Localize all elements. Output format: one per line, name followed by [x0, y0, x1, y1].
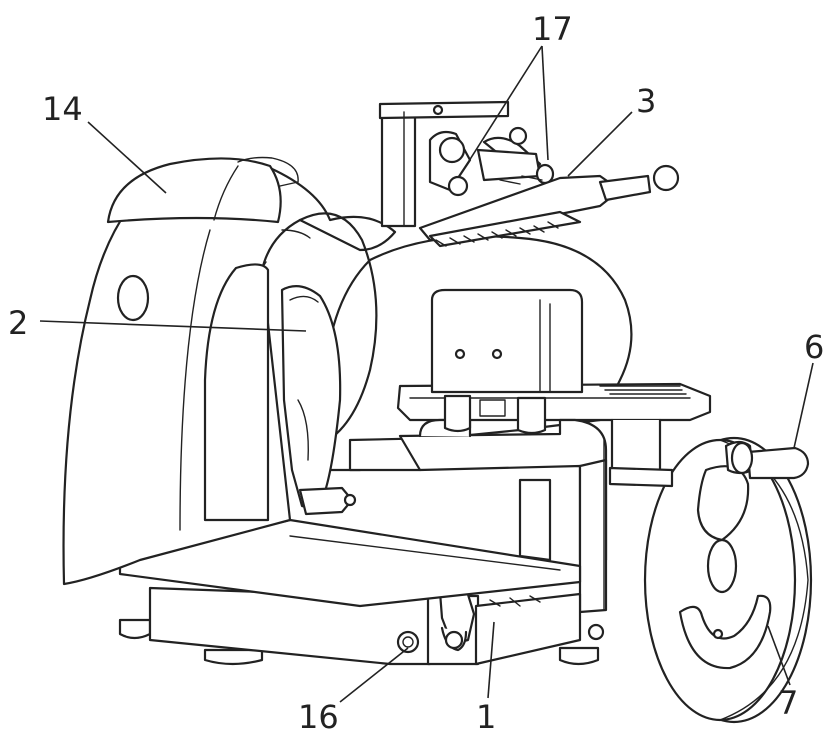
- leader-1: [487, 621, 495, 699]
- leader-17a: [461, 45, 543, 173]
- leader-lines: [39, 45, 814, 703]
- leader-6: [793, 362, 814, 449]
- callout-labels: 14 17 3 2 6 16 1 7: [8, 10, 824, 736]
- sharpener-unit: [428, 126, 555, 197]
- leader-17b: [541, 45, 549, 161]
- label-6: 6: [804, 328, 824, 366]
- label-17: 17: [532, 10, 573, 48]
- flywheel-crank-handle: [724, 440, 810, 480]
- leader-7: [767, 625, 791, 686]
- label-1: 1: [476, 698, 496, 736]
- blade: [280, 285, 357, 516]
- pusher-arm: [418, 164, 680, 248]
- label-2: 2: [8, 304, 28, 342]
- flywheel: [643, 436, 813, 724]
- leader-14: [87, 121, 167, 194]
- label-7: 7: [778, 684, 798, 722]
- label-16: 16: [298, 698, 339, 736]
- label-3: 3: [636, 82, 656, 120]
- leader-16: [339, 647, 409, 703]
- label-14: 14: [42, 90, 83, 128]
- sharpener-post: [378, 100, 510, 228]
- leader-2: [39, 320, 307, 332]
- product-plate: [430, 288, 584, 394]
- machine-feet: [118, 618, 600, 666]
- carriage-frame: [348, 394, 608, 614]
- leader-3: [567, 111, 633, 177]
- control-knob: [438, 586, 476, 652]
